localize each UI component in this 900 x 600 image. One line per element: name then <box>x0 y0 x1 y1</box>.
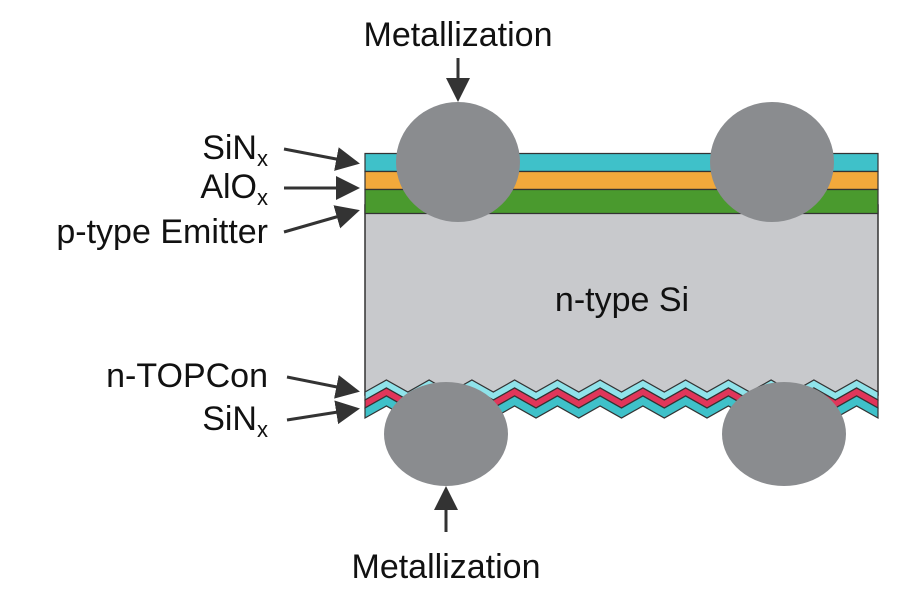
metallization-top-label: Metallization <box>364 16 553 54</box>
topcon-label: n-TOPCon <box>106 357 268 395</box>
topcon-arrow <box>286 375 360 399</box>
metallization-bottom-label: Metallization <box>352 548 541 586</box>
n-type-si-bulk <box>364 204 879 396</box>
bottom-metal-contact-right <box>722 382 846 486</box>
bottom-metal-contact-left <box>384 382 508 486</box>
sinx-bottom-label: SiNx <box>202 400 268 442</box>
sinx-top-label: SiNx <box>202 129 268 171</box>
top-metal-contact-left <box>396 102 520 222</box>
sinx-bottom-arrow <box>286 400 360 425</box>
top-metal-contact-right <box>710 102 834 222</box>
emitter-label: p-type Emitter <box>56 213 268 251</box>
bulk-label: n-type Si <box>555 281 689 319</box>
alox-label: AlOx <box>200 168 268 210</box>
sinx-top-arrow <box>283 147 360 171</box>
emitter-arrow <box>283 205 360 234</box>
